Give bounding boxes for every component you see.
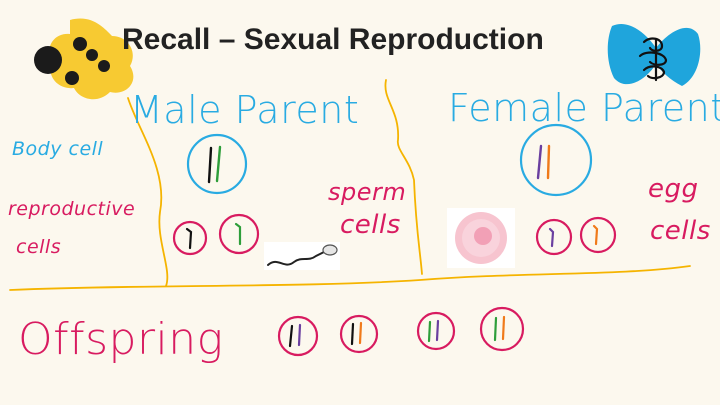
offspring-cell-4 [479,306,525,352]
yellow-blob-icon [34,18,134,100]
divider-center [384,79,423,275]
male-reproductive-cell-2 [218,213,260,255]
male-reproductive-cell-1 [172,220,208,256]
egg-cells-label-line2: cells [650,216,711,246]
bowtie-chromosome-icon [607,24,701,86]
female-reproductive-cell-1 [535,218,573,256]
offspring-label: Offspring [18,314,224,365]
sperm-cell-image [264,242,340,270]
offspring-cell-2 [339,314,379,354]
female-parent-label: Female Parent [448,86,720,130]
reproductive-cells-label-line2: cells [16,236,62,258]
egg-cell-image [447,208,515,268]
male-body-cell [186,133,248,195]
sperm-cells-label-line2: cells [340,210,401,240]
sperm-cells-label-line1: sperm [328,178,407,206]
reproductive-cells-label-line1: reproductive [8,198,136,220]
body-cell-label: Body cell [12,138,104,160]
offspring-cell-3 [416,311,456,351]
slide-title: Recall – Sexual Reproduction [122,23,544,56]
female-reproductive-cell-2 [579,216,617,254]
divider-horizontal [9,265,691,291]
egg-cells-label-line1: egg [648,174,699,204]
male-parent-label: Male Parent [130,88,360,132]
offspring-cell-1 [277,315,319,357]
female-body-cell [519,123,593,197]
divider-left [127,97,169,287]
divider-lines [9,79,691,291]
